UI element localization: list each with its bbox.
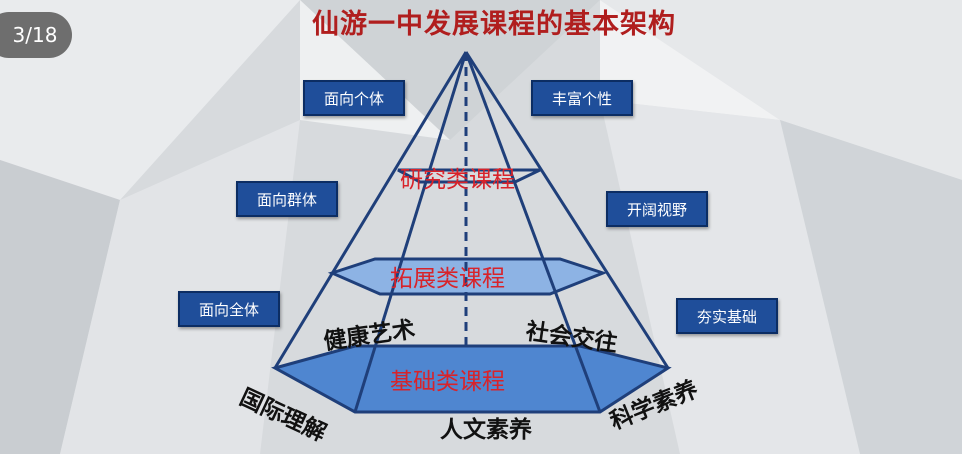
layer-label-extension: 拓展类课程 — [390, 266, 505, 292]
slide-counter: 3/18 — [0, 12, 72, 58]
pyramid-edges — [273, 51, 670, 413]
diagram-title: 仙游一中发展课程的基本架构 — [312, 9, 676, 40]
layer-label-basic: 基础类课程 — [390, 369, 505, 395]
box-solid-foundation: 夯实基础 — [676, 298, 778, 334]
box-face-individual: 面向个体 — [303, 80, 405, 116]
layer-label-research: 研究类课程 — [400, 167, 515, 193]
box-rich-personality: 丰富个性 — [531, 80, 633, 116]
box-face-groups: 面向群体 — [236, 181, 338, 217]
box-broaden-horizons: 开阔视野 — [606, 191, 708, 227]
label-humanities: 人文素养 — [440, 417, 532, 443]
box-face-all: 面向全体 — [178, 291, 280, 327]
